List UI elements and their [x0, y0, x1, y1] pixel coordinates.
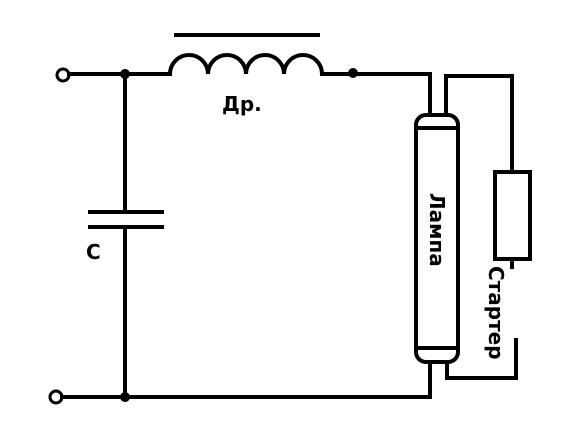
choke-label: Др.: [222, 92, 262, 116]
lamp-tube: [414, 113, 460, 364]
junction-dot-cap-top: [120, 69, 130, 79]
lamp-label: Лампа: [425, 193, 449, 267]
starter-label: Стартер: [484, 266, 508, 360]
choke-coil: [167, 53, 325, 77]
junction-dot-choke: [348, 68, 358, 78]
starter-body: [493, 170, 532, 261]
junction-dot-cap-bottom: [120, 392, 130, 402]
wire-starter-return: [445, 338, 518, 380]
capacitor-label: С: [86, 240, 101, 264]
wire-starter-top: [444, 74, 514, 174]
